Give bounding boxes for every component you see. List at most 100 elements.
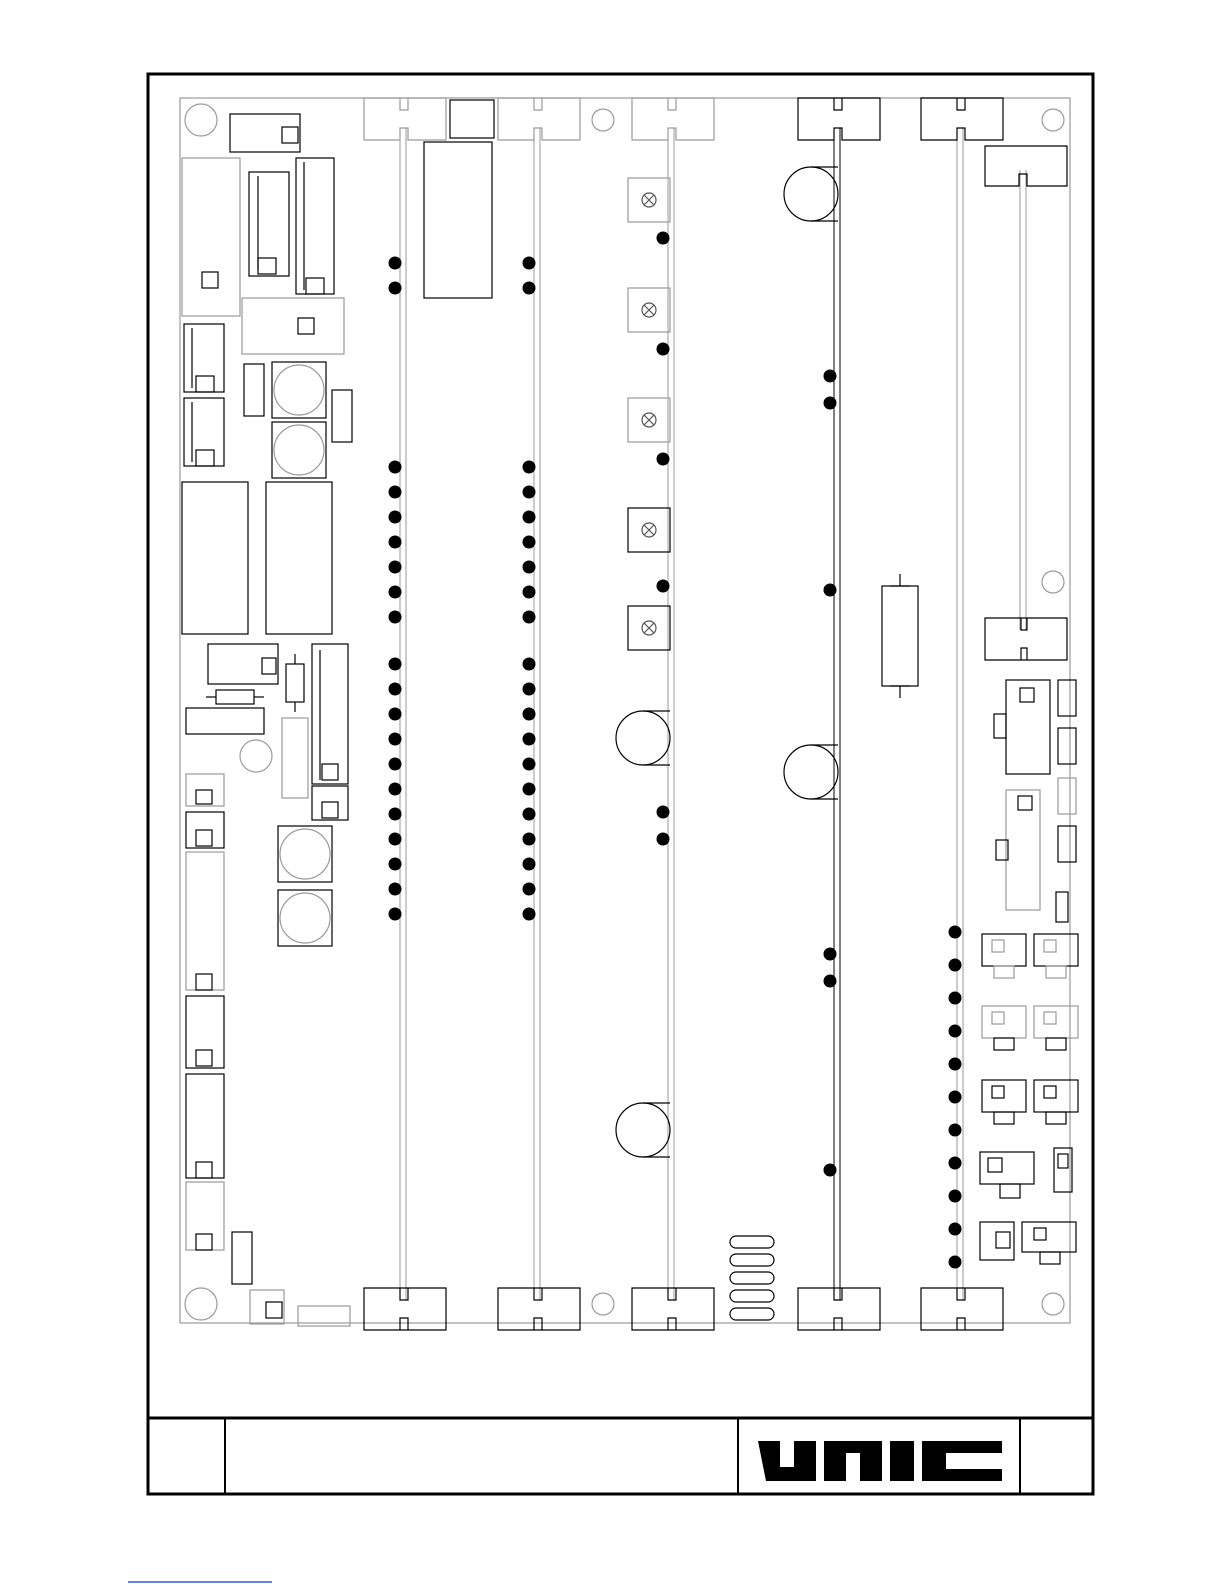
rail-connector: [632, 98, 714, 140]
unic-logo-icon: [758, 1441, 1002, 1481]
solder-pad: [389, 511, 402, 524]
transformer-block: [182, 158, 240, 316]
electrolytic-capacitor: [616, 711, 670, 765]
axial-resistor: [882, 574, 918, 698]
rail-connector: [498, 1288, 580, 1330]
mounting-hole: [592, 109, 614, 131]
solder-pad: [523, 282, 536, 295]
mounting-hole: [1042, 571, 1064, 593]
solder-pad: [523, 511, 536, 524]
ic-blocks: [182, 100, 494, 1326]
solder-pad: [949, 1190, 962, 1203]
right-side-components: [980, 680, 1078, 1264]
capacitor: [280, 829, 330, 879]
ic-block: [312, 786, 348, 820]
mounting-hole: [240, 740, 272, 772]
solder-pad: [389, 611, 402, 624]
resistor: [286, 664, 304, 702]
rail-connector: [798, 1288, 880, 1330]
connector-pin: [186, 1182, 224, 1250]
rail-connector: [364, 1288, 446, 1330]
resistor: [1056, 892, 1068, 922]
solder-pad: [949, 1157, 962, 1170]
rail-connector: [798, 98, 880, 140]
solder-pad: [949, 959, 962, 972]
solder-pad: [523, 908, 536, 921]
capacitor: [274, 425, 324, 475]
solder-pad: [389, 758, 402, 771]
solder-pad: [389, 883, 402, 896]
rail-connector: [632, 1288, 714, 1330]
solder-pad: [523, 883, 536, 896]
solder-pad: [657, 580, 670, 593]
solder-pad: [523, 257, 536, 270]
connector-strip: [186, 852, 224, 990]
solder-pad: [523, 561, 536, 574]
solder-pad: [389, 257, 402, 270]
rail-connectors-bottom: [364, 1288, 1003, 1330]
solder-pad: [389, 908, 402, 921]
potentiometers: [628, 178, 670, 650]
solder-pad: [523, 536, 536, 549]
resistor: [1058, 826, 1076, 862]
solder-pad: [389, 658, 402, 671]
solder-pad: [389, 486, 402, 499]
rail-connector: [498, 98, 580, 140]
ic-block: [296, 158, 334, 294]
solder-pad: [824, 975, 837, 988]
resistor: [1058, 728, 1076, 764]
ic-block: [282, 718, 308, 798]
solder-pad: [389, 461, 402, 474]
capacitor: [280, 893, 330, 943]
solder-pad: [523, 708, 536, 721]
ic-block: [208, 644, 278, 684]
solder-pad: [389, 858, 402, 871]
solder-pad: [657, 453, 670, 466]
solder-pad: [824, 397, 837, 410]
relay-block: [230, 114, 300, 152]
solder-pad: [949, 1256, 962, 1269]
solder-pad: [523, 461, 536, 474]
electrolytic-capacitor: [616, 1103, 670, 1157]
electrolytic-capacitor: [784, 745, 838, 799]
ic-block: [424, 142, 492, 298]
ic-block: [266, 482, 332, 634]
mounting-hole: [1042, 109, 1064, 131]
resistor: [1058, 778, 1076, 814]
solder-pad: [523, 783, 536, 796]
solder-pads: [389, 232, 962, 1269]
ic-block: [186, 996, 224, 1068]
resistor: [332, 390, 352, 442]
solder-pad: [389, 683, 402, 696]
ic-block: [249, 172, 289, 276]
sheet-frame: [148, 74, 1093, 1494]
solder-pad: [949, 1223, 962, 1236]
ic-block: [186, 708, 264, 734]
ic-block: [184, 324, 224, 392]
resistor: [216, 690, 254, 704]
solder-pad: [949, 1058, 962, 1071]
rail-connector: [364, 98, 446, 140]
solder-pad: [523, 658, 536, 671]
ic-block: [450, 100, 494, 138]
solder-pad: [389, 783, 402, 796]
resistor: [1058, 680, 1076, 716]
solder-pad: [949, 1025, 962, 1038]
jumper-stack: [730, 1236, 774, 1320]
solder-pad: [523, 733, 536, 746]
mounting-holes: [185, 104, 1064, 1320]
ic-block: [1006, 790, 1040, 910]
solder-pad: [949, 926, 962, 939]
solder-pad: [389, 586, 402, 599]
solder-pad: [523, 486, 536, 499]
solder-pad: [657, 343, 670, 356]
solder-pad: [389, 536, 402, 549]
transistor: [980, 1222, 1014, 1260]
rail-connector: [921, 1288, 1003, 1330]
solder-pad: [824, 948, 837, 961]
module-block: [242, 298, 344, 354]
solder-pad: [523, 858, 536, 871]
solder-pad: [389, 561, 402, 574]
solder-pad: [389, 733, 402, 746]
